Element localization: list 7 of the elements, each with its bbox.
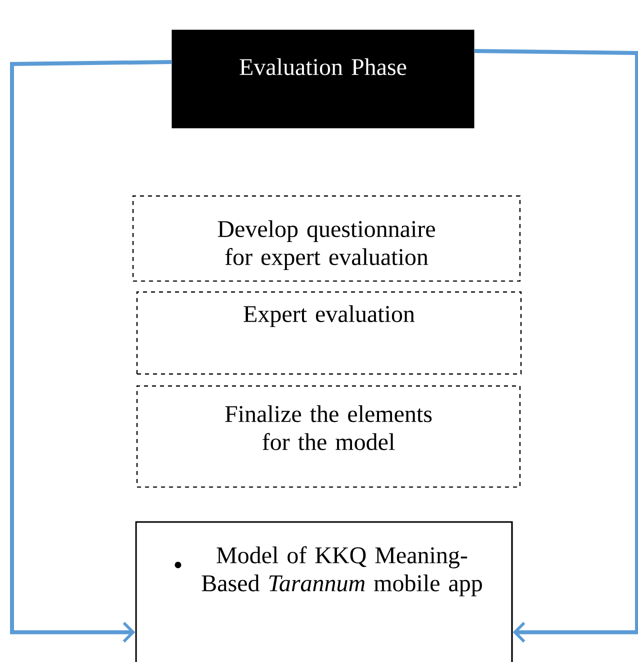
arrow	[10, 60, 172, 643]
step-box: Develop questionnaire for expert evaluation	[132, 195, 521, 282]
arrow	[474, 49, 638, 643]
phase-box: Evaluation Phase	[172, 30, 474, 128]
result-box: Model of KKQ Meaning-Based Tarannum mobile app	[135, 521, 513, 662]
step-box: Finalize the elements for the model	[136, 385, 521, 488]
step-box: Expert evaluation	[136, 291, 522, 375]
